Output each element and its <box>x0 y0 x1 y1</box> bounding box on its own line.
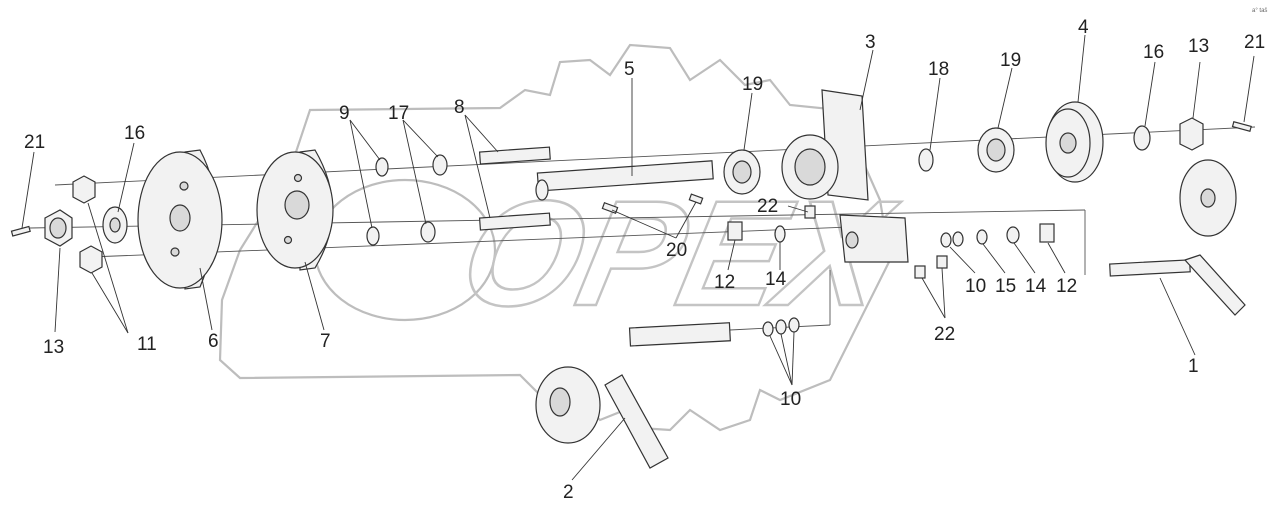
label-12-left: 12 <box>714 272 735 293</box>
label-19-left: 19 <box>742 74 763 95</box>
part-pulley-6 <box>137 149 223 290</box>
label-14-right: 14 <box>1025 276 1047 297</box>
label-6: 6 <box>208 331 219 352</box>
part-washer-16-right <box>1133 125 1151 151</box>
label-14-left: 14 <box>765 269 787 290</box>
watermark-text: OPEX <box>448 171 908 338</box>
label-10-lower: 10 <box>780 389 801 410</box>
label-22-lower: 22 <box>934 324 955 345</box>
part-housing-3 <box>781 89 909 263</box>
label-16-right: 16 <box>1143 42 1164 63</box>
part-washer-left <box>102 206 128 244</box>
label-4: 4 <box>1078 17 1089 38</box>
part-nut-12-left <box>727 221 743 241</box>
part-nut-left <box>44 209 73 247</box>
part-spacer-chain-right <box>940 223 1055 248</box>
part-nut-13-right <box>1179 117 1204 151</box>
part-bearing-19-left <box>723 149 761 195</box>
label-2: 2 <box>563 482 574 503</box>
label-12-right: 12 <box>1056 276 1077 297</box>
label-11: 11 <box>137 334 157 355</box>
label-13-left: 13 <box>43 337 64 358</box>
part-rings-17 <box>420 154 448 243</box>
label-13-right: 13 <box>1188 36 1209 57</box>
label-3: 3 <box>865 32 876 53</box>
part-washers-9 <box>366 157 389 246</box>
label-5: 5 <box>624 59 635 80</box>
label-21-left: 21 <box>24 132 45 153</box>
label-22-upper: 22 <box>757 196 778 217</box>
label-21-right: 21 <box>1244 32 1265 53</box>
label-17: 17 <box>388 103 409 124</box>
watermark-gear-outline <box>218 43 892 432</box>
label-7: 7 <box>320 331 331 352</box>
part-bolt-heads <box>72 175 103 274</box>
part-bearing-19-right <box>977 127 1015 173</box>
label-1: 1 <box>1188 356 1199 377</box>
part-pulley-4 <box>1045 101 1104 183</box>
part-labels: 21 16 13 11 6 7 9 17 8 5 19 3 18 19 4 16… <box>24 17 1265 503</box>
part-pins-8 <box>478 146 551 231</box>
part-shaft-5 <box>535 160 714 201</box>
label-19-right: 19 <box>1000 50 1021 71</box>
part-washers-10-lower <box>762 317 800 337</box>
label-18: 18 <box>928 59 949 80</box>
part-tensioner-1 <box>1109 159 1246 316</box>
label-10-right: 10 <box>965 276 986 297</box>
watermark: OPEX <box>218 43 910 432</box>
label-8: 8 <box>454 97 465 118</box>
part-pin-left <box>10 225 31 237</box>
part-ring-18 <box>918 148 934 172</box>
label-15: 15 <box>995 276 1016 297</box>
label-16-left: 16 <box>124 123 145 144</box>
label-9: 9 <box>339 103 350 124</box>
leader-lines <box>21 34 1255 481</box>
part-washer-14-left <box>774 225 786 243</box>
label-20: 20 <box>666 240 687 261</box>
corner-mark: a° taš <box>1252 8 1267 14</box>
part-pulley-7 <box>256 149 334 271</box>
part-tensioner-2 <box>535 322 731 469</box>
part-pin-right <box>1231 121 1252 132</box>
